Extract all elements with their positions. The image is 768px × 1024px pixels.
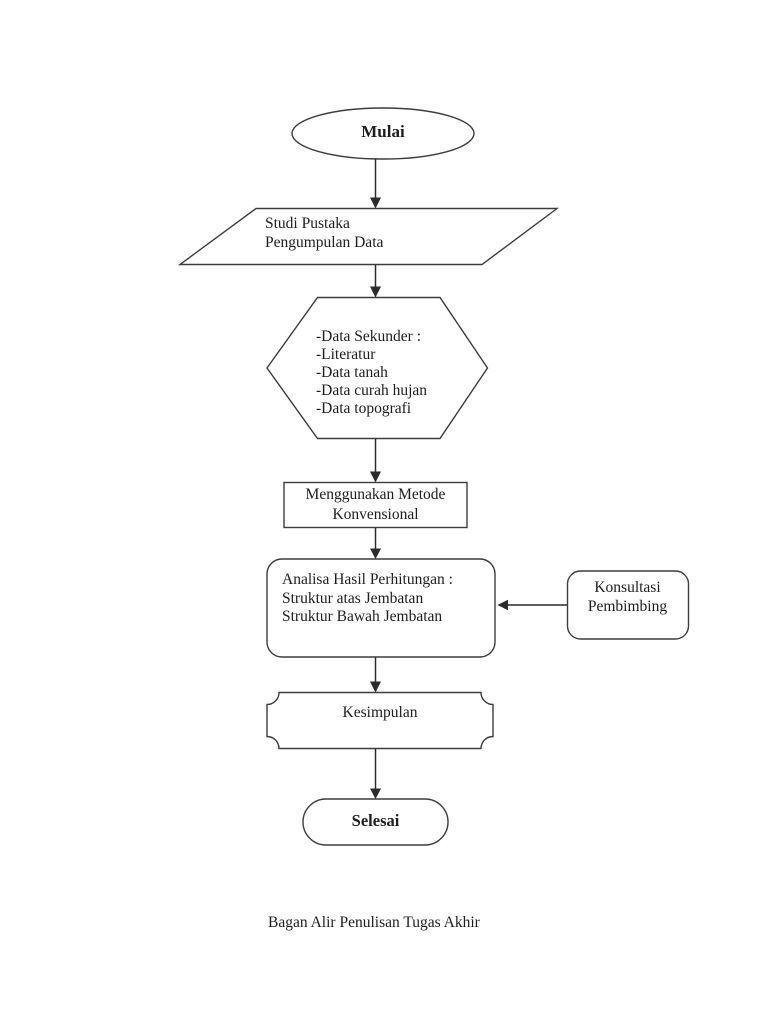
arrow-analysis-to-conclusion	[370, 657, 381, 693]
arrow-consultation-to-analysis	[497, 599, 567, 611]
conclusion-plaque-shape	[266, 691, 494, 750]
preparation-node-label: -Data Sekunder : -Literatur -Data tanah …	[316, 328, 428, 417]
figure-caption: Bagan Alir Penulisan Tugas Akhir	[268, 914, 480, 931]
consultation-node-label: Konsultasi Pembimbing	[587, 579, 668, 615]
end-node-label: Selesai	[351, 811, 400, 830]
method-node-label: Menggunakan Metode Konvensional	[305, 486, 446, 523]
start-node-label: Mulai	[361, 122, 405, 141]
arrow-preparation-to-method	[370, 439, 381, 483]
analysis-node-label: Analisa Hasil Perhitungan : Struktur ata…	[282, 571, 453, 625]
start-ellipse-shape	[291, 107, 475, 160]
input-parallelogram-shape	[177, 207, 560, 266]
preparation-hexagon-shape	[266, 296, 489, 440]
arrow-method-to-analysis	[370, 528, 381, 559]
arrow-input-to-preparation	[370, 265, 381, 298]
analysis-rounded-box-shape	[266, 558, 496, 658]
arrow-start-to-input	[370, 159, 381, 209]
arrow-conclusion-to-end	[370, 749, 381, 799]
consultation-rounded-box-shape	[566, 570, 690, 640]
conclusion-node-label: Kesimpulan	[342, 704, 418, 721]
input-node-label: Studi Pustaka Pengumpulan Data	[265, 215, 384, 251]
